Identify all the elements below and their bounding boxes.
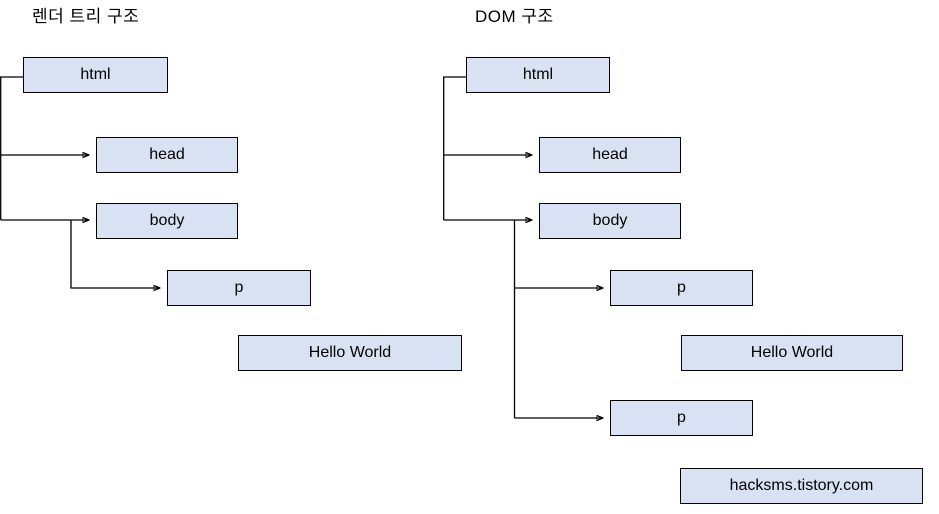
node-dom-p-second[interactable]: p — [610, 400, 753, 436]
node-dom-p-first[interactable]: p — [610, 270, 753, 306]
node-dom-body[interactable]: body — [539, 203, 681, 239]
node-render-head[interactable]: head — [96, 137, 238, 173]
node-dom-text[interactable]: Hello World — [681, 335, 903, 371]
node-render-text[interactable]: Hello World — [238, 335, 462, 371]
dom-tree-title: DOM 구조 — [475, 7, 554, 26]
node-render-html[interactable]: html — [23, 57, 168, 93]
node-render-body[interactable]: body — [96, 203, 238, 239]
render-tree-title: 렌더 트리 구조 — [32, 7, 140, 26]
node-dom-html[interactable]: html — [466, 57, 610, 93]
node-dom-head[interactable]: head — [539, 137, 681, 173]
node-render-p[interactable]: p — [167, 270, 311, 306]
watermark-box: hacksms.tistory.com — [680, 468, 923, 504]
